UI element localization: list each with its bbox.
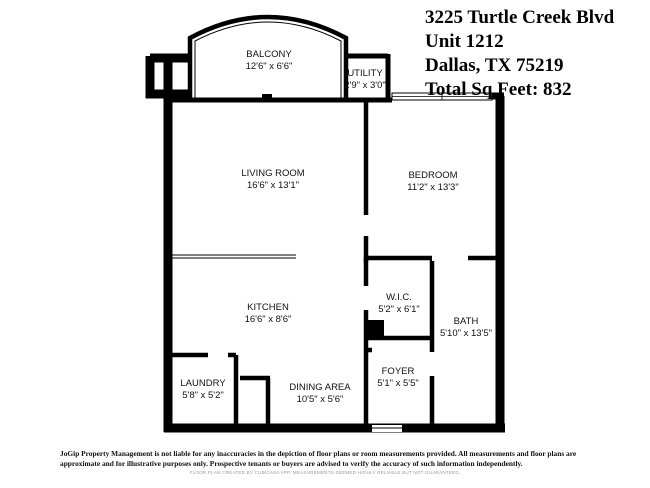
label-dining-area: DINING AREA xyxy=(289,382,351,393)
dims-kitchen: 16'6" x 8'6" xyxy=(245,314,292,325)
disclaimer-text: JoGip Property Management is not liable … xyxy=(60,449,577,468)
property-address: 3225 Turtle Creek Blvd Unit 1212 Dallas,… xyxy=(425,6,645,102)
label-bedroom: BEDROOM xyxy=(408,170,457,181)
address-city: Dallas, TX 75219 xyxy=(425,55,564,76)
label-foyer: FOYER xyxy=(382,366,415,377)
label-balcony: BALCONY xyxy=(246,49,292,60)
dims-balcony: 12'6" x 6'6" xyxy=(246,61,293,72)
address-street: 3225 Turtle Creek Blvd xyxy=(425,7,615,28)
exterior-walls xyxy=(163,92,505,433)
door-openings xyxy=(208,215,468,432)
label-utility: UTILITY xyxy=(347,68,383,79)
label-living-room: LIVING ROOM xyxy=(241,168,304,179)
utility-closet xyxy=(346,53,391,100)
address-unit: Unit 1212 xyxy=(425,31,504,52)
dims-wic: 5'2" x 6'1" xyxy=(378,304,420,315)
dims-foyer: 5'1" x 5'5" xyxy=(377,378,419,389)
dims-laundry: 5'8" x 5'2" xyxy=(182,390,224,401)
dims-dining-area: 10'5" x 5'6" xyxy=(297,394,344,405)
label-bath: BATH xyxy=(454,316,479,327)
dims-utility: 2'9" x 3'0" xyxy=(344,80,386,91)
dims-bedroom: 11'2" x 13'3" xyxy=(407,182,458,193)
room-labels: BALCONY 12'6" x 6'6" UTILITY 2'9" x 3'0"… xyxy=(180,49,492,405)
balcony-storage-box xyxy=(145,53,190,100)
label-kitchen: KITCHEN xyxy=(247,302,289,313)
dims-living-room: 16'6" x 13'1" xyxy=(247,180,299,191)
dims-bath: 5'10" x 13'5" xyxy=(440,328,492,339)
balcony-door-marker xyxy=(262,94,272,101)
total-square-feet: Total Sq Feet: 832 xyxy=(425,79,572,100)
floor-plan-credit: FLOOR PLAN CREATED BY CUBICASA APP. MEAS… xyxy=(189,470,461,475)
label-laundry: LAUNDRY xyxy=(180,378,226,389)
label-wic: W.I.C. xyxy=(386,292,412,303)
